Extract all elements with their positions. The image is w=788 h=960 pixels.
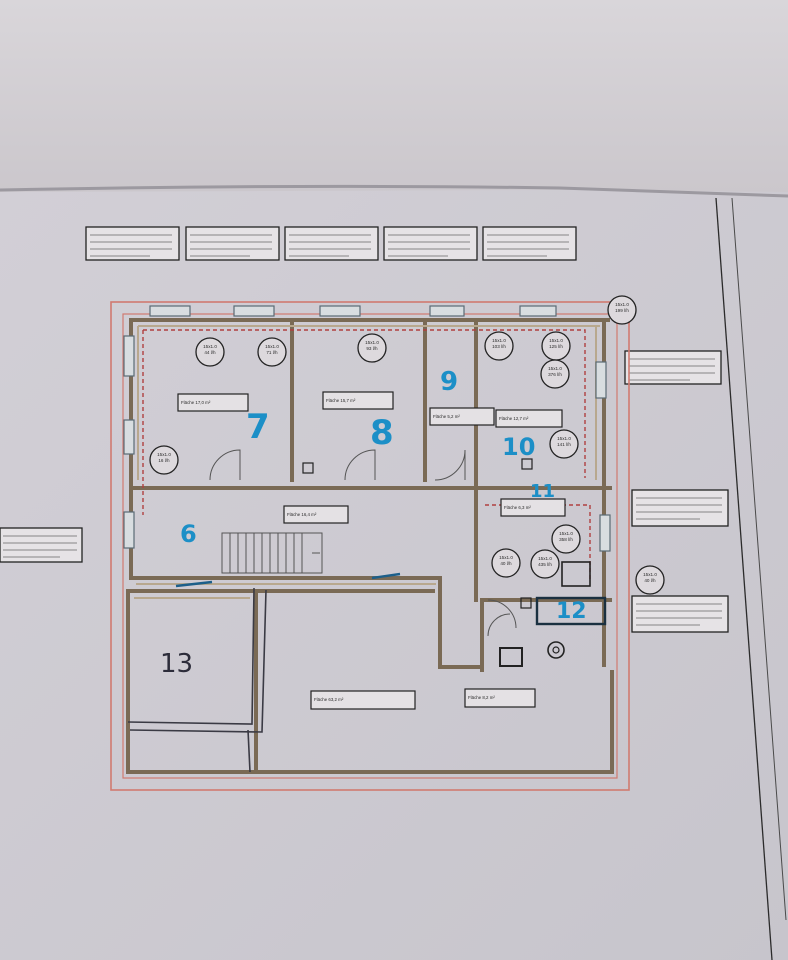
svg-text:103 l/h: 103 l/h — [492, 344, 506, 349]
room-label: Fläche 63,2 m² — [310, 690, 416, 710]
svg-text:15x1.0: 15x1.0 — [549, 338, 563, 343]
room-number-11: 11 — [530, 481, 555, 502]
svg-text:141 l/h: 141 l/h — [557, 442, 571, 447]
circle-tag: 15x1.093 l/h — [357, 333, 387, 363]
svg-text:Fläche 6,3 m²: Fläche 6,3 m² — [504, 505, 531, 510]
room-label: Fläche 6,3 m² — [500, 498, 566, 517]
svg-text:15x1.0: 15x1.0 — [643, 572, 657, 577]
room-number-7: 7 — [246, 407, 270, 447]
svg-text:Fläche 63,2 m²: Fläche 63,2 m² — [314, 697, 344, 702]
svg-text:15x1.0: 15x1.0 — [615, 302, 629, 307]
svg-text:Fläche 15,7 m²: Fläche 15,7 m² — [326, 398, 356, 403]
side-info-boxes — [0, 350, 729, 633]
room-number-10: 10 — [502, 433, 535, 461]
pencil-sketch — [127, 587, 267, 773]
svg-text:15x1.0: 15x1.0 — [538, 556, 552, 561]
building-walls — [110, 301, 630, 791]
room-number-13: 13 — [160, 649, 193, 679]
room-number-9: 9 — [440, 367, 458, 397]
svg-text:40 l/h: 40 l/h — [500, 561, 512, 566]
svg-text:15x1.0: 15x1.0 — [559, 531, 573, 536]
svg-text:71 l/h: 71 l/h — [266, 350, 278, 355]
svg-text:15x1.0: 15x1.0 — [203, 344, 217, 349]
svg-text:15x1.0: 15x1.0 — [365, 340, 379, 345]
legend-boxes — [85, 226, 577, 261]
svg-text:376 l/h: 376 l/h — [548, 372, 562, 377]
svg-text:15x1.0: 15x1.0 — [265, 344, 279, 349]
svg-text:Fläche 17,0 m²: Fläche 17,0 m² — [181, 400, 211, 405]
svg-text:16 l/h: 16 l/h — [158, 458, 170, 463]
svg-text:435 l/h: 435 l/h — [538, 562, 552, 567]
heating-circle-tags: 15x1.044 l/h 15x1.071 l/h 15x1.016 l/h 1… — [149, 295, 665, 595]
circle-tag: 15x1.044 l/h — [195, 337, 225, 367]
svg-text:15x1.0: 15x1.0 — [499, 555, 513, 560]
circle-tag: 15x1.040 l/h — [635, 565, 665, 595]
svg-text:358 l/h: 358 l/h — [559, 537, 573, 542]
room-number-8: 8 — [370, 413, 394, 453]
svg-text:Fläche 8,2 m²: Fläche 8,2 m² — [468, 695, 495, 700]
svg-text:15x1.0: 15x1.0 — [492, 338, 506, 343]
room-label: Fläche 5,2 m² — [429, 407, 495, 426]
room-label-boxes: Fläche 17,0 m² Fläche 15,7 m² Fläche 5,2… — [177, 391, 566, 710]
staircase — [221, 532, 323, 574]
svg-text:44 l/h: 44 l/h — [204, 350, 216, 355]
room-label: Fläche 17,0 m² — [177, 393, 249, 412]
svg-text:15x1.0: 15x1.0 — [557, 436, 571, 441]
svg-text:40 l/h: 40 l/h — [644, 578, 656, 583]
room-label: Fläche 15,7 m² — [322, 391, 394, 410]
svg-text:125 l/h: 125 l/h — [549, 344, 563, 349]
svg-text:Fläche 16,4 m²: Fläche 16,4 m² — [287, 512, 317, 517]
svg-text:93 l/h: 93 l/h — [366, 346, 378, 351]
svg-text:Fläche 12,7 m²: Fläche 12,7 m² — [499, 416, 529, 421]
handwritten-room-numbers: 7 8 9 10 11 6 12 13 — [160, 367, 587, 679]
svg-text:15x1.0: 15x1.0 — [548, 366, 562, 371]
svg-text:15x1.0: 15x1.0 — [157, 452, 171, 457]
room-label: Fläche 16,4 m² — [283, 505, 349, 524]
room-number-12: 12 — [556, 599, 587, 624]
svg-text:Fläche 5,2 m²: Fläche 5,2 m² — [433, 414, 460, 419]
circle-tag: 15x1.071 l/h — [257, 337, 287, 367]
room-label: Fläche 12,7 m² — [495, 409, 563, 428]
room-label: Fläche 8,2 m² — [464, 688, 536, 708]
svg-text:199 l/h: 199 l/h — [615, 308, 629, 313]
circle-tag: 15x1.016 l/h — [149, 445, 179, 475]
room-number-6: 6 — [180, 520, 197, 548]
handwritten-marks — [175, 572, 401, 588]
circle-tag: 15x1.040 l/h — [491, 548, 521, 578]
